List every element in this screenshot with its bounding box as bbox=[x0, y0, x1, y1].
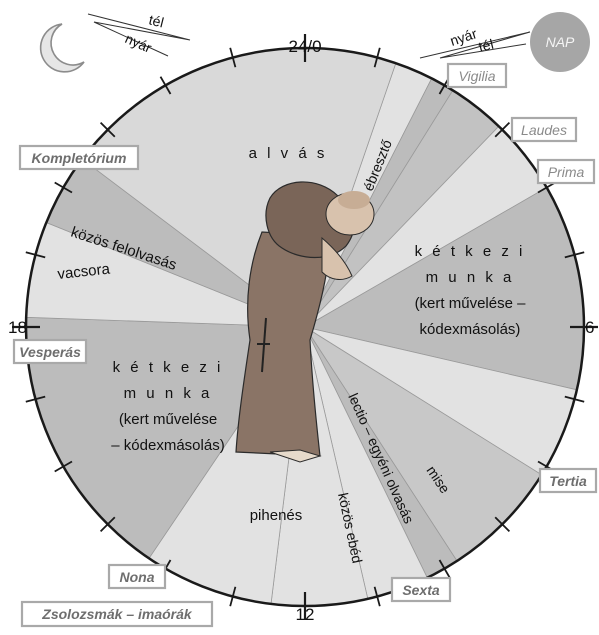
moon-legend: tél nyár bbox=[39, 11, 191, 73]
moon-icon bbox=[39, 23, 85, 73]
hour-label-12: 12 bbox=[296, 605, 315, 624]
hour-label-0: 24/0 bbox=[288, 37, 321, 56]
tag-laudes-text: Laudes bbox=[521, 122, 567, 138]
hour-tick bbox=[564, 251, 585, 259]
sun-icon bbox=[530, 12, 590, 72]
hour-tick bbox=[99, 516, 116, 533]
hour-tick bbox=[373, 47, 381, 68]
tag-tertia: Tertia bbox=[538, 467, 598, 494]
tag-sexta-text: Sexta bbox=[402, 582, 440, 598]
tag-caption-text: Zsolozsmák – imaórák bbox=[41, 606, 193, 622]
tag-prima: Prima bbox=[536, 158, 596, 185]
hour-tick bbox=[54, 460, 73, 473]
hour-tick bbox=[229, 586, 237, 607]
tag-prima-text: Prima bbox=[548, 164, 585, 180]
work-right-line1: k é t k e z i bbox=[415, 243, 526, 260]
hour-ticks bbox=[12, 34, 598, 620]
tag-vigilia-text: Vigilia bbox=[458, 68, 495, 84]
hour-tick bbox=[494, 121, 511, 138]
hour-tick bbox=[537, 181, 556, 194]
label-supper: vacsora bbox=[57, 261, 112, 283]
hour-tick bbox=[438, 559, 451, 578]
work-left-line1: k é t k e z i bbox=[113, 359, 224, 376]
hour-tick bbox=[494, 516, 511, 533]
label-work-right: k é t k e z i m u n k a (kert művelése –… bbox=[415, 243, 527, 338]
sun-label: NAP bbox=[546, 34, 575, 50]
tag-vesperas: Vesperás bbox=[12, 338, 88, 365]
hour-tick bbox=[159, 76, 172, 95]
label-rest: pihenés bbox=[250, 507, 303, 524]
tag-vesperas-text: Vesperás bbox=[19, 344, 81, 360]
hour-tick bbox=[373, 586, 381, 607]
monk-figure bbox=[235, 181, 375, 463]
work-right-line2: m u n k a bbox=[426, 269, 515, 286]
tag-completorium-text: Kompletórium bbox=[32, 150, 127, 166]
hour-tick bbox=[229, 47, 237, 68]
tag-laudes: Laudes bbox=[510, 116, 578, 143]
tag-tertia-text: Tertia bbox=[549, 473, 587, 489]
tag-caption: Zsolozsmák – imaórák bbox=[20, 600, 214, 628]
work-left-line4: – kódexmásolás) bbox=[111, 437, 224, 454]
tag-sexta: Sexta bbox=[390, 576, 452, 603]
tag-nona: Nona bbox=[107, 563, 167, 590]
moon-summer-label: nyár bbox=[123, 30, 155, 56]
moon-winter-label: tél bbox=[147, 11, 165, 30]
hour-tick bbox=[564, 395, 585, 403]
tag-vigilia: Vigilia bbox=[446, 62, 508, 89]
hour-tick bbox=[99, 121, 116, 138]
hour-label-18: 18 bbox=[8, 318, 27, 337]
work-right-line4: kódexmásolás) bbox=[420, 321, 521, 338]
tag-completorium: Kompletórium bbox=[18, 144, 140, 171]
work-right-line3: (kert művelése – bbox=[415, 295, 527, 312]
sun-legend: nyár tél NAP bbox=[419, 12, 590, 72]
hour-label-6: 6 bbox=[585, 318, 594, 337]
hour-tick bbox=[25, 251, 46, 259]
tag-nona-text: Nona bbox=[120, 569, 155, 585]
hour-tick bbox=[54, 181, 73, 194]
label-work-left: k é t k e z i m u n k a (kert művelése –… bbox=[111, 359, 224, 454]
hour-tick bbox=[25, 395, 46, 403]
label-sleep: a l v á s bbox=[249, 145, 328, 162]
work-left-line2: m u n k a bbox=[124, 385, 213, 402]
work-left-line3: (kert művelése bbox=[119, 411, 217, 428]
sun-winter-label: tél bbox=[477, 36, 495, 55]
